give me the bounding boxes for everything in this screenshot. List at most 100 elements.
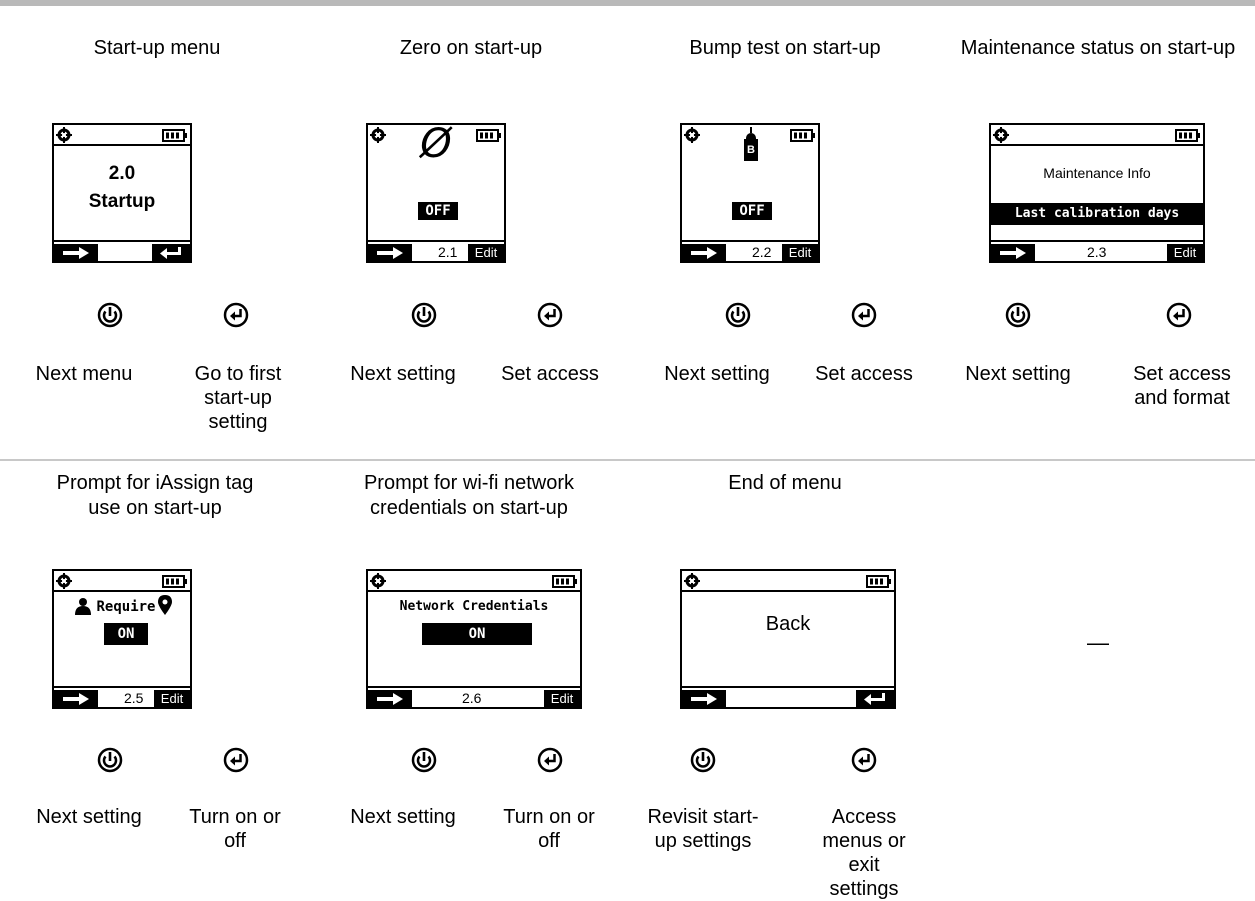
arrow-right-icon: [377, 692, 403, 705]
next-arrow: [54, 690, 98, 707]
cell-iassign-prompt: Prompt for iAssign tag use on start-up R…: [0, 461, 314, 899]
gear-icon: [684, 573, 700, 589]
left-button-caption: Revisit start-up settings: [647, 806, 759, 852]
enter-key: [856, 690, 894, 707]
location-pin-icon: [158, 595, 172, 615]
battery-icon: [1175, 129, 1200, 142]
power-button-icon[interactable]: [690, 747, 716, 773]
cell-end-of-menu: End of menu Back Revisit start-up settin: [628, 461, 942, 900]
device-screen: Network Credentials ON 2.6 Edit: [366, 569, 582, 709]
bump-bottle-icon: B: [743, 127, 759, 163]
gear-icon: [56, 127, 72, 143]
battery-icon: [552, 575, 577, 588]
device-screen: Require ON 2.5 Edit: [52, 569, 192, 709]
arrow-right-icon: [377, 246, 403, 259]
screen-footer-line: [682, 240, 818, 242]
gear-icon: [684, 127, 700, 143]
setting-code: 2.5: [124, 690, 144, 706]
cell-maintenance-status: Maintenance status on start-up Maintenan…: [941, 0, 1255, 460]
battery-icon: [790, 129, 815, 142]
screen-header-line: [991, 144, 1203, 146]
edit-label: Edit: [782, 244, 818, 261]
next-arrow: [682, 244, 726, 261]
right-button-caption: Set access: [501, 363, 599, 385]
cell-zero-on-startup: Zero on start-up Ø OFF 2.1 Edit Next set…: [314, 0, 628, 460]
left-button-caption: Next setting: [965, 363, 1071, 385]
device-screen: Ø OFF 2.1 Edit: [366, 121, 506, 263]
power-button-icon[interactable]: [411, 747, 437, 773]
device-screen: Back: [680, 569, 896, 709]
enter-button-icon[interactable]: [1166, 302, 1192, 328]
user-icon: [75, 598, 91, 615]
screen-footer-line: [368, 686, 580, 688]
setting-code: 2.3: [1087, 244, 1107, 260]
screen-header-line: [54, 590, 190, 592]
next-arrow: [368, 244, 412, 261]
battery-icon: [162, 575, 187, 588]
enter-button-icon[interactable]: [537, 302, 563, 328]
menu-name: Startup: [88, 191, 156, 212]
enter-key: [152, 244, 190, 261]
enter-button-icon[interactable]: [223, 747, 249, 773]
device-screen: Maintenance Info Last calibration days 2…: [989, 123, 1205, 263]
cell-title: Zero on start-up: [399, 37, 543, 59]
screen-header-line: [368, 590, 580, 592]
gear-icon: [993, 127, 1009, 143]
arrow-right-icon: [63, 692, 89, 705]
left-button-caption: Next menu: [35, 363, 133, 385]
screen-header-line: [682, 590, 894, 592]
setting-code: 2.6: [462, 690, 482, 706]
edit-label: Edit: [468, 244, 504, 261]
network-credentials-label: Network Credentials: [399, 599, 549, 614]
battery-icon: [162, 129, 187, 142]
left-button-caption: Next setting: [664, 363, 770, 385]
cell-wifi-credentials-prompt: Prompt for wi-fi network credentials on …: [314, 461, 628, 899]
top-divider: [0, 0, 1255, 6]
power-button-icon[interactable]: [411, 302, 437, 328]
right-button-caption: Turn on or off: [189, 806, 281, 852]
status-chip: ON: [422, 623, 532, 645]
cell-title: Maintenance status on start-up: [960, 37, 1236, 59]
cell-bump-test-on-startup: Bump test on start-up B OFF 2.2 Edit: [628, 0, 942, 460]
cell-title: Prompt for wi-fi network credentials on …: [363, 472, 575, 519]
back-label: Back: [765, 613, 811, 635]
zero-symbol: Ø: [420, 121, 452, 167]
right-button-caption: Turn on or off: [503, 806, 595, 852]
enter-button-icon[interactable]: [223, 302, 249, 328]
left-button-caption: Next setting: [36, 806, 142, 828]
screen-footer-line: [368, 240, 504, 242]
menu-number: 2.0: [108, 163, 136, 184]
next-arrow: [54, 244, 98, 261]
status-chip: OFF: [418, 202, 458, 220]
device-screen: 2.0 Startup: [52, 123, 192, 263]
cell-title: Prompt for iAssign tag use on start-up: [56, 472, 254, 519]
enter-button-icon[interactable]: [537, 747, 563, 773]
status-chip: OFF: [732, 202, 772, 220]
arrow-right-icon: [1000, 246, 1026, 259]
enter-button-icon[interactable]: [851, 302, 877, 328]
next-arrow: [368, 690, 412, 707]
battery-icon: [866, 575, 891, 588]
power-button-icon[interactable]: [97, 302, 123, 328]
status-chip: ON: [104, 623, 148, 645]
screen-footer-line: [682, 686, 894, 688]
power-button-icon[interactable]: [725, 302, 751, 328]
bump-symbol: B: [744, 139, 758, 161]
arrow-right-icon: [691, 246, 717, 259]
empty-cell-dash: —: [1087, 630, 1109, 655]
screen-header-line: [54, 144, 190, 146]
right-button-caption: Set access: [815, 363, 913, 385]
screen-footer-line: [54, 686, 190, 688]
screen-footer-line: [991, 240, 1203, 242]
power-button-icon[interactable]: [97, 747, 123, 773]
setting-code: 2.2: [752, 244, 772, 260]
next-arrow: [991, 244, 1035, 261]
right-button-caption: Set access and format: [1133, 363, 1231, 409]
gear-icon: [370, 127, 386, 143]
cell-startup-menu: Start-up menu 2.0 Startup Next menu: [0, 0, 314, 460]
power-button-icon[interactable]: [1005, 302, 1031, 328]
enter-button-icon[interactable]: [851, 747, 877, 773]
next-arrow: [682, 690, 726, 707]
enter-icon: [864, 693, 885, 705]
gear-icon: [56, 573, 72, 589]
